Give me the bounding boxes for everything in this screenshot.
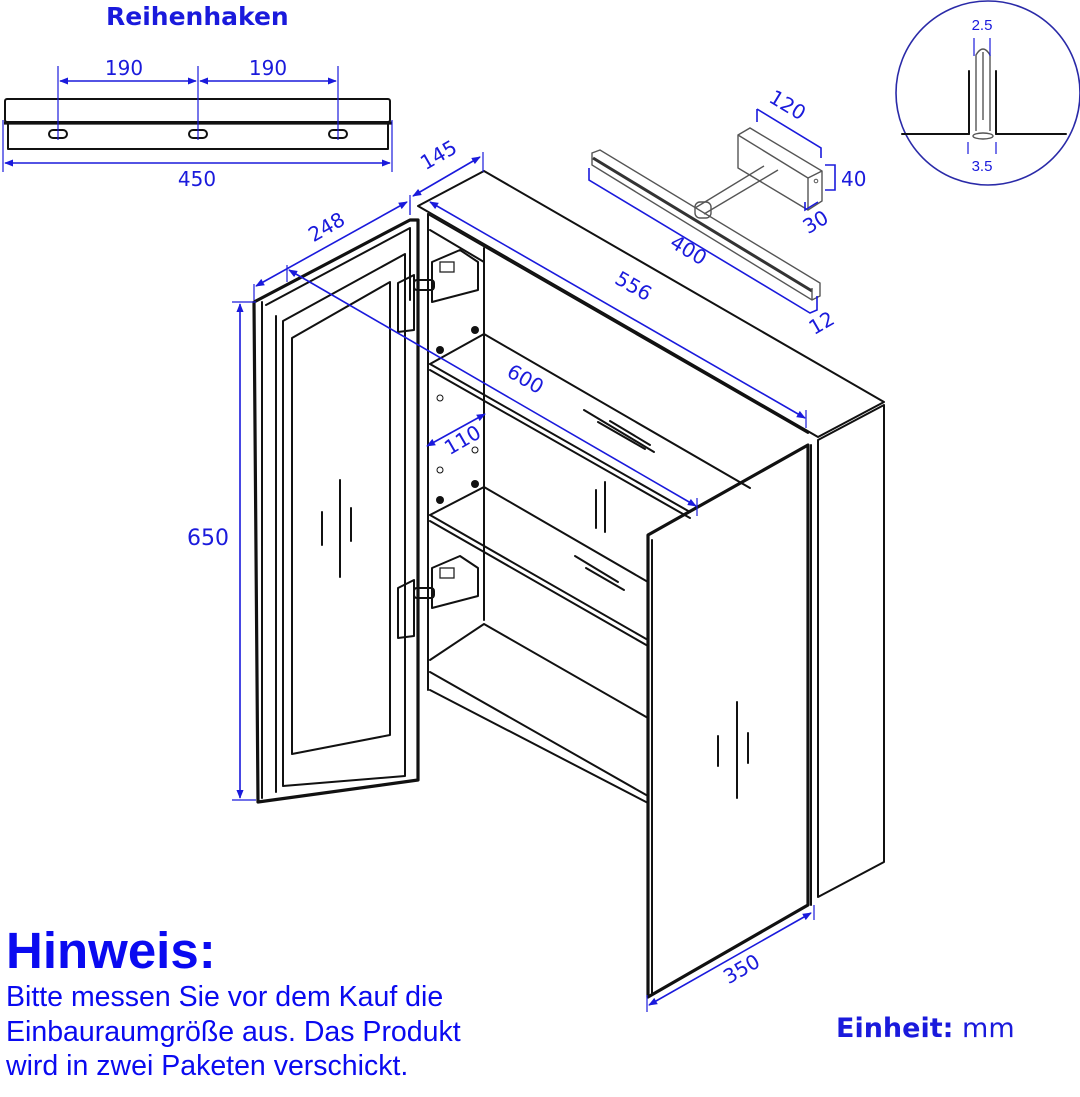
lamp-bracket-width: 30: [798, 205, 832, 239]
unit-label-key: Einheit:: [836, 1013, 954, 1044]
cabinet-depth: 145: [416, 135, 461, 175]
note-body: Bitte messen Sie vor dem Kauf die Einbau…: [6, 980, 646, 1084]
shelf-pin-holes: [436, 326, 479, 504]
detail-circle: 2.5 3.5: [895, 0, 1080, 186]
detail-bottom-width: 3.5: [972, 158, 993, 175]
rail-total-length: 450: [178, 167, 216, 191]
note-line: wird in zwei Paketen verschickt.: [6, 1050, 409, 1082]
right-door: [646, 443, 810, 999]
shelf-depth: 110: [440, 420, 485, 460]
detail-top-width: 2.5: [972, 17, 993, 34]
rail-spacing-left: 190: [105, 56, 143, 80]
rail-drawing: 190 190 450: [2, 56, 393, 191]
lamp-bracket-height: 40: [841, 167, 866, 191]
note-block: Hinweis: Bitte messen Sie vor dem Kauf d…: [6, 922, 646, 1084]
rail-title: Reihenhaken: [106, 2, 289, 31]
inner-depth-top: 556: [611, 266, 656, 306]
cabinet-height: 650: [187, 526, 229, 551]
cabinet-drawing: 145 248 556 600 110 650 350: [187, 135, 885, 1012]
door-handle-icon: [321, 479, 352, 578]
left-door: [252, 218, 420, 804]
cabinet-width: 600: [503, 359, 548, 399]
hinge-icon: [397, 555, 479, 639]
unit-label: Einheit: mm: [836, 1013, 1015, 1044]
note-line: Bitte messen Sie vor dem Kauf die: [6, 981, 444, 1013]
unit-value: mm: [962, 1013, 1015, 1044]
lamp-bracket-length: 120: [765, 85, 810, 125]
lamp-drawing: 120 40 30 400 12: [588, 85, 866, 340]
right-door-width: 350: [719, 949, 764, 989]
note-title: Hinweis:: [6, 922, 216, 979]
door-handle-icon: [717, 701, 749, 799]
lamp-bar-length: 400: [666, 230, 711, 270]
lamp-bar-height: 12: [804, 306, 838, 340]
left-door-width: 248: [304, 207, 349, 247]
note-line: Einbauraumgröße aus. Das Produkt: [6, 1015, 461, 1048]
rail-spacing-right: 190: [249, 56, 287, 80]
